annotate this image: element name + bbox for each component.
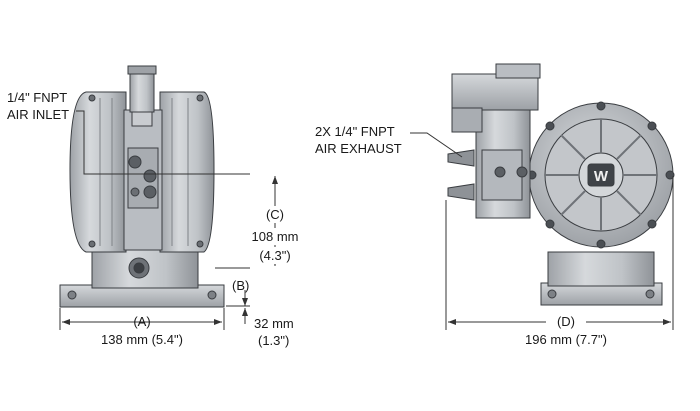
- logo-letter: W: [594, 168, 609, 185]
- air-exhaust-callout-line2: AIR EXHAUST: [315, 141, 402, 156]
- dim-c-value: 108 mm: [245, 228, 305, 245]
- dim-b-value-inches: (1.3"): [258, 333, 290, 348]
- dim-c-value-inches: (4.3"): [250, 247, 300, 264]
- dim-d-letter: (D): [546, 313, 586, 330]
- air-exhaust-callout-line1: 2X 1/4" FNPT: [315, 124, 395, 139]
- dim-d-value: 196 mm (7.7"): [525, 332, 607, 347]
- side-manifold: [547, 251, 655, 287]
- dim-b-value: 32 mm: [254, 316, 294, 331]
- front-solenoid-stack: [129, 69, 155, 113]
- air-inlet-callout-line1: 1/4" FNPT: [7, 90, 68, 105]
- dim-a-letter: (A): [133, 314, 151, 329]
- front-air-inlet-port: [128, 155, 142, 169]
- dim-c-letter: (C): [255, 206, 295, 223]
- front-view-pump: [59, 65, 225, 308]
- side-solenoid: [451, 73, 539, 111]
- dim-a-value: 138 mm (5.4"): [101, 332, 183, 347]
- air-inlet-leader: [76, 110, 133, 175]
- side-view-pump: [447, 63, 675, 306]
- front-right-chamber: [159, 91, 215, 253]
- air-exhaust-leader: [410, 132, 463, 158]
- exhaust-muffler-bottom: [447, 183, 475, 201]
- exhaust-muffler-top: [447, 149, 475, 167]
- air-inlet-callout-line2: AIR INLET: [7, 107, 70, 122]
- dim-b-letter: (B): [232, 278, 250, 293]
- side-logo-badge: [587, 163, 615, 187]
- front-left-chamber: [69, 91, 127, 253]
